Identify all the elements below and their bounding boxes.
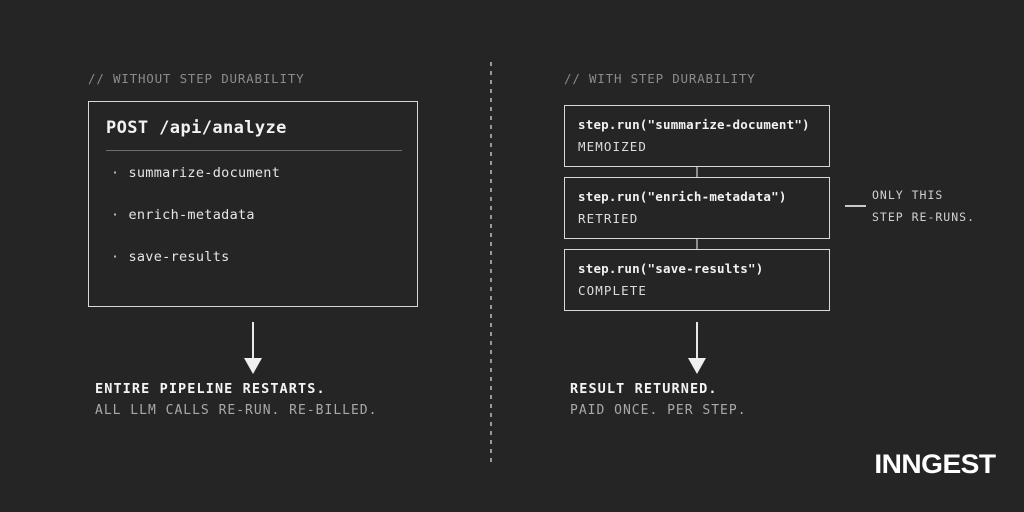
down-arrow-icon (684, 322, 710, 374)
list-item-label: save-results (128, 249, 230, 265)
step-box-enrich-metadata: step.run("enrich-metadata") RETRIED (564, 177, 830, 239)
annotation-leader-line (845, 205, 866, 207)
bullet-icon: · (111, 165, 120, 181)
left-column-comment: // WITHOUT STEP DURABILITY (88, 71, 305, 86)
list-item: · save-results (111, 249, 230, 265)
inngest-logo: INNGEST (874, 449, 997, 479)
step-call-label: step.run("enrich-metadata") (578, 189, 787, 204)
list-item-label: summarize-document (128, 165, 281, 181)
status-badge: RETRIED (578, 211, 639, 226)
arrow-shaft (252, 322, 254, 360)
step-call-label: step.run("save-results") (578, 261, 764, 276)
right-outcome-secondary: PAID ONCE. PER STEP. (570, 403, 747, 418)
list-item: · summarize-document (111, 165, 280, 181)
step-connector (696, 167, 698, 177)
left-outcome-primary: ENTIRE PIPELINE RESTARTS. (95, 381, 326, 397)
left-outcome-secondary: ALL LLM CALLS RE-RUN. RE-BILLED. (95, 403, 378, 418)
step-call-label: step.run("summarize-document") (578, 117, 810, 132)
arrow-head (688, 358, 706, 374)
panel-divider (106, 150, 402, 151)
bullet-icon: · (111, 249, 120, 265)
step-box-summarize-document: step.run("summarize-document") MEMOIZED (564, 105, 830, 167)
bullet-icon: · (111, 207, 120, 223)
right-column-comment: // WITH STEP DURABILITY (564, 71, 756, 86)
list-item-label: enrich-metadata (128, 207, 255, 223)
without-durability-panel: POST /api/analyze · summarize-document · e… (88, 101, 418, 307)
step-box-save-results: step.run("save-results") COMPLETE (564, 249, 830, 311)
down-arrow-icon (240, 322, 266, 374)
list-item: · enrich-metadata (111, 207, 255, 223)
status-badge: COMPLETE (578, 283, 648, 298)
step-connector (696, 239, 698, 249)
annotation-text-line-2: STEP RE-RUNS. (872, 210, 976, 224)
arrow-shaft (696, 322, 698, 360)
annotation-text-line-1: ONLY THIS (872, 188, 944, 202)
status-badge: MEMOIZED (578, 139, 648, 154)
right-outcome-primary: RESULT RETURNED. (570, 381, 718, 397)
column-divider (490, 62, 492, 466)
arrow-head (244, 358, 262, 374)
endpoint-title: POST /api/analyze (106, 118, 287, 138)
